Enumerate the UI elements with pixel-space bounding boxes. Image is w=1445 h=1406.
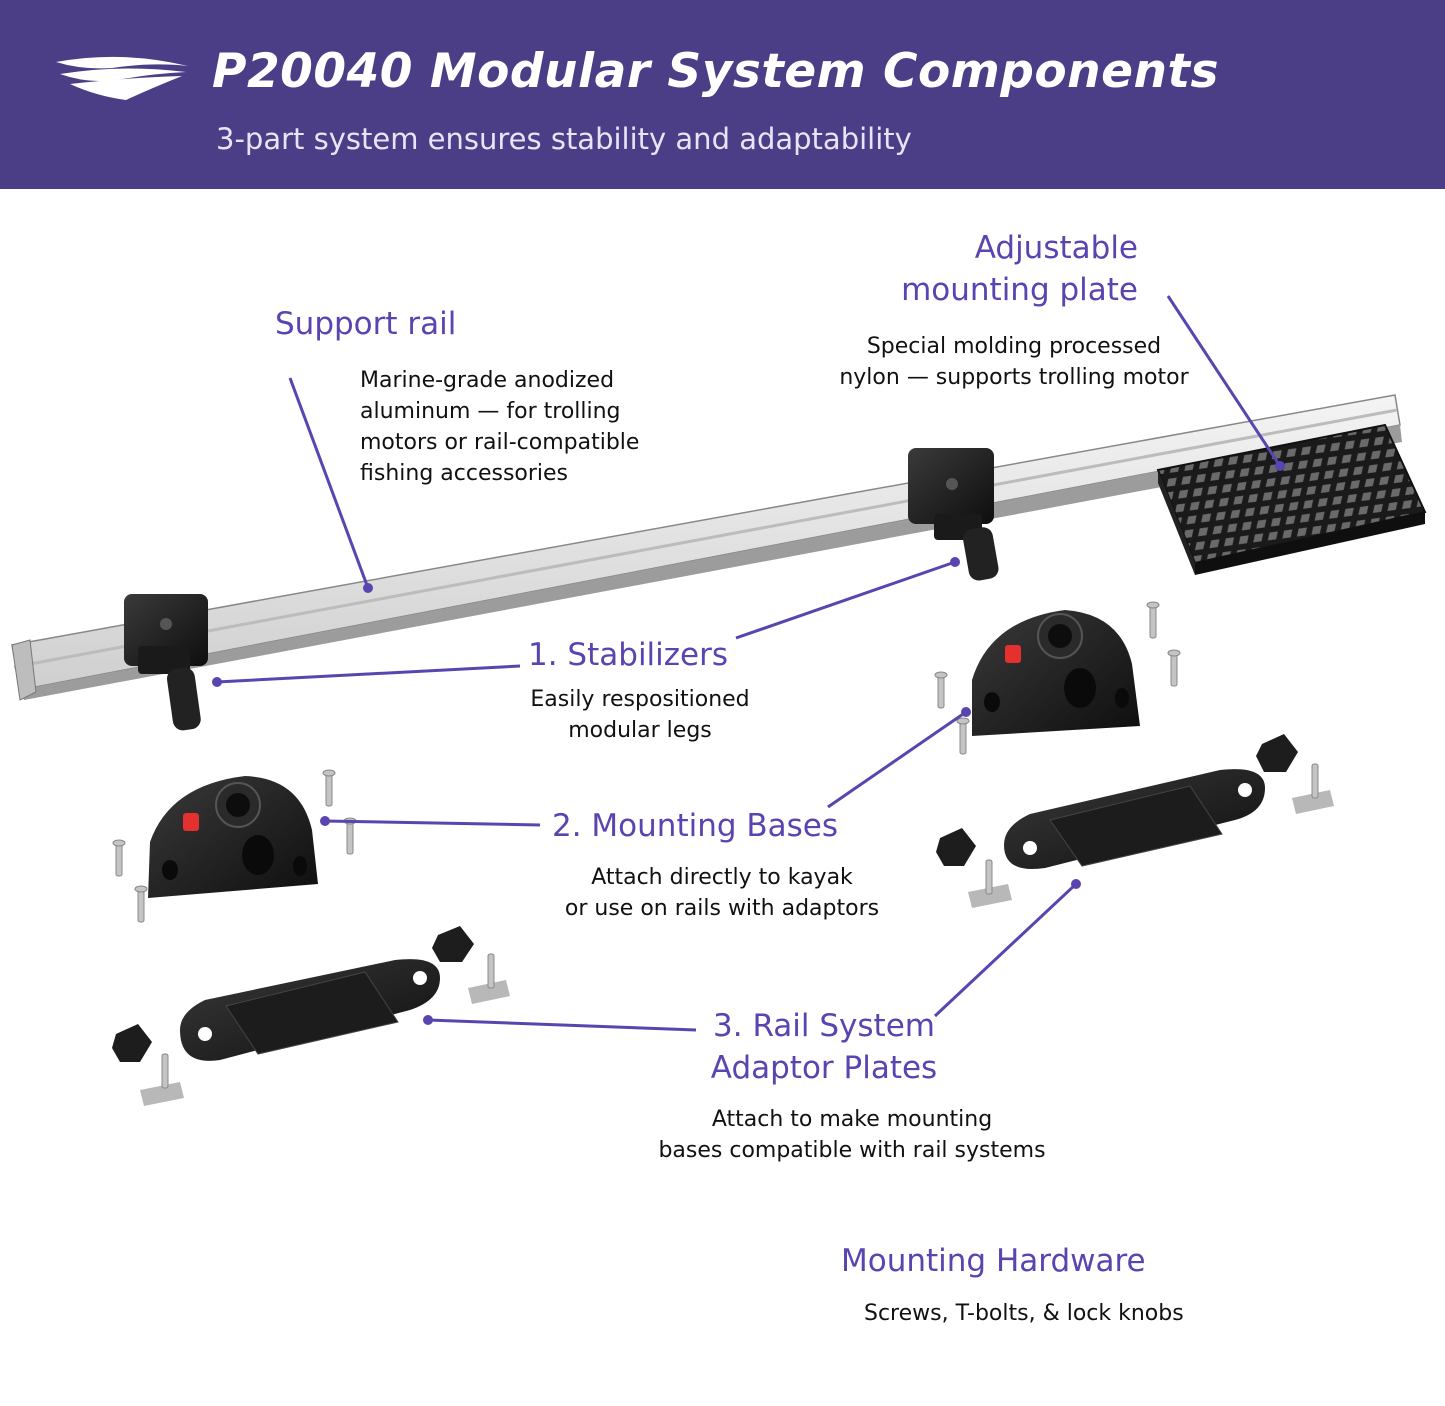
support-rail-desc-line-3: motors or rail-compatible [360, 430, 640, 455]
page-title: P20040 Modular System Components [212, 44, 1219, 99]
adjustable-mounting-plate [1156, 423, 1427, 575]
stabilizers-desc-line-2: modular legs [568, 718, 712, 743]
adaptor-plates-title-line-2: Adaptor Plates [710, 1050, 938, 1086]
stabilizers-title: 1. Stabilizers [528, 637, 729, 673]
adaptor-plates-desc-line-2: bases compatible with rail systems [658, 1138, 1046, 1163]
mounting-plate-title-line-2: mounting plate [901, 272, 1138, 308]
header-banner: P20040 Modular System Components 3-part … [0, 0, 1445, 189]
mounting-hardware-desc: Screws, T-bolts, & lock knobs [864, 1301, 1184, 1326]
support-rail-desc-line-4: fishing accessories [360, 461, 569, 486]
mounting-bases-desc-line-1: Attach directly to kayak [591, 865, 853, 890]
adaptor-plate-right [936, 734, 1334, 908]
mounting-plate-desc-line-1: Special molding processed [866, 334, 1162, 359]
stabilizers-desc-line-1: Easily respositioned [530, 687, 750, 712]
mounting-bases-desc-line-2: or use on rails with adaptors [564, 896, 880, 921]
adaptor-plates-title-line-1: 3. Rail System [713, 1008, 935, 1044]
stabilizer-right [908, 448, 999, 581]
mounting-base-right [972, 610, 1140, 736]
boat-logo-icon [56, 56, 188, 100]
mounting-plate-desc-line-2: nylon — supports trolling motor [839, 365, 1189, 390]
mounting-hardware-title: Mounting Hardware [841, 1243, 1146, 1279]
callout-lines [212, 295, 1285, 1032]
page-subtitle: 3-part system ensures stability and adap… [216, 122, 912, 156]
adaptor-plates-desc-line-1: Attach to make mounting [711, 1107, 993, 1132]
mounting-bases-title: 2. Mounting Bases [552, 808, 839, 844]
mounting-base-left [148, 776, 318, 898]
adaptor-plate-left [112, 926, 510, 1106]
support-rail-desc-line-2: aluminum — for trolling [360, 399, 621, 424]
screws [112, 601, 1319, 1089]
support-rail-desc-line-1: Marine-grade anodized [360, 368, 615, 393]
mounting-plate-title-line-1: Adjustable [974, 230, 1138, 266]
stabilizer-left [124, 594, 208, 731]
support-rail-title: Support rail [275, 306, 457, 342]
